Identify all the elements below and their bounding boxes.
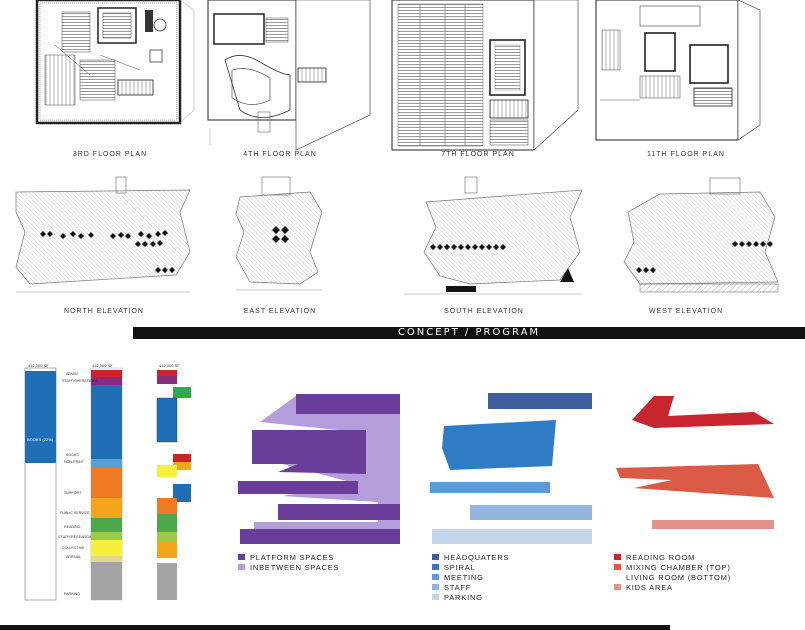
elevation-caption-west: West Elevation [648,308,724,315]
legend-label: Inbetween Spaces [250,563,340,572]
legend-spiral: Spiral [432,563,475,572]
program-bar-3 [156,370,191,600]
bar1-books-label: Books (22%) [27,437,54,442]
legend-label: Platform Spaces [250,553,335,562]
legend-parking: Parking [432,593,483,602]
program-bar-1 [24,367,57,601]
legend-inbetween-spaces: Inbetween Spaces [238,563,339,572]
red-reading-diagram [616,396,774,529]
bar2-label-parking: Parking [64,592,80,596]
legend-kids-area: Kids Area [614,583,673,592]
bar2-label-reading: Reading [64,525,81,529]
legend-swatch [432,554,439,560]
bar2-label-admin: Admin [66,372,78,376]
legend-swatch [614,584,621,590]
floor-plan-caption-4th: 4th Floor Plan [243,151,317,158]
legend-swatch [432,594,439,600]
legend-swatch [432,564,439,570]
bar2-label-public: Public Service [60,511,90,515]
bar2-label-staff: Staff/Operations [62,379,98,383]
legend-meeting: Meeting [432,573,484,582]
section-title-band: Concept / Program [133,327,805,339]
legend-swatch [238,564,245,570]
floor-plan-caption-7th: 7th Floor Plan [441,151,515,158]
legend-living-room: Living Room (bottom) [626,573,731,582]
legend-label: Living Room (bottom) [626,573,732,582]
program-bar-2 [90,367,123,601]
legend-swatch [614,564,621,570]
legend-reading-room: Reading Room [614,553,695,562]
bottom-band [0,625,670,630]
elevation-caption-north: North Elevation [64,308,144,315]
section-title: Concept / Program [397,327,541,338]
purple-platform-diagram [238,394,400,544]
bar2-label-study: Study/Research [58,535,92,539]
legend-swatch [614,554,621,560]
legend-headquaters: Headquaters [432,553,509,562]
floor-plan-caption-11th: 11th Floor Plan [647,151,725,158]
legend-platform-spaces: Platform Spaces [238,553,334,562]
floor-plan-caption-3rd: 3rd Floor Plan [72,151,148,158]
legend-label: Reading Room [626,553,696,562]
legend-swatch [238,554,245,560]
bar2-label-arrival: Arrival [66,555,82,559]
elevation-caption-east: East Elevation [243,308,317,315]
bar2-total-label: 412,000 sf [92,363,113,368]
bar2-label-nonprint: Non-Print [64,460,84,464]
legend-label: Staff [444,583,472,592]
bar1-total-label: 412,000 sf [28,363,49,368]
legend-label: Parking [444,593,483,602]
bar2-label-collective: Collective [62,546,85,550]
legend-label: Spiral [444,563,476,572]
legend-swatch [432,574,439,580]
bar2-label-support: Support [64,491,82,495]
legend-staff: Staff [432,583,471,592]
bar3-total-label: 412,000 sf [159,363,180,368]
floor-plan-3rd [35,0,761,151]
legend-mixing-chamber: Mixing Chamber (top) [614,563,731,572]
legend-label: Mixing Chamber (top) [626,563,731,572]
bar2-label-books: Books [66,453,79,457]
legend-label: Meeting [444,573,484,582]
legend-swatch [432,584,439,590]
blue-spiral-diagram [430,393,592,544]
legend-label: Kids Area [626,583,673,592]
elevations-drawing [15,176,779,295]
legend-label: Headquaters [444,553,510,562]
elevation-caption-south: South Elevation [444,308,524,315]
